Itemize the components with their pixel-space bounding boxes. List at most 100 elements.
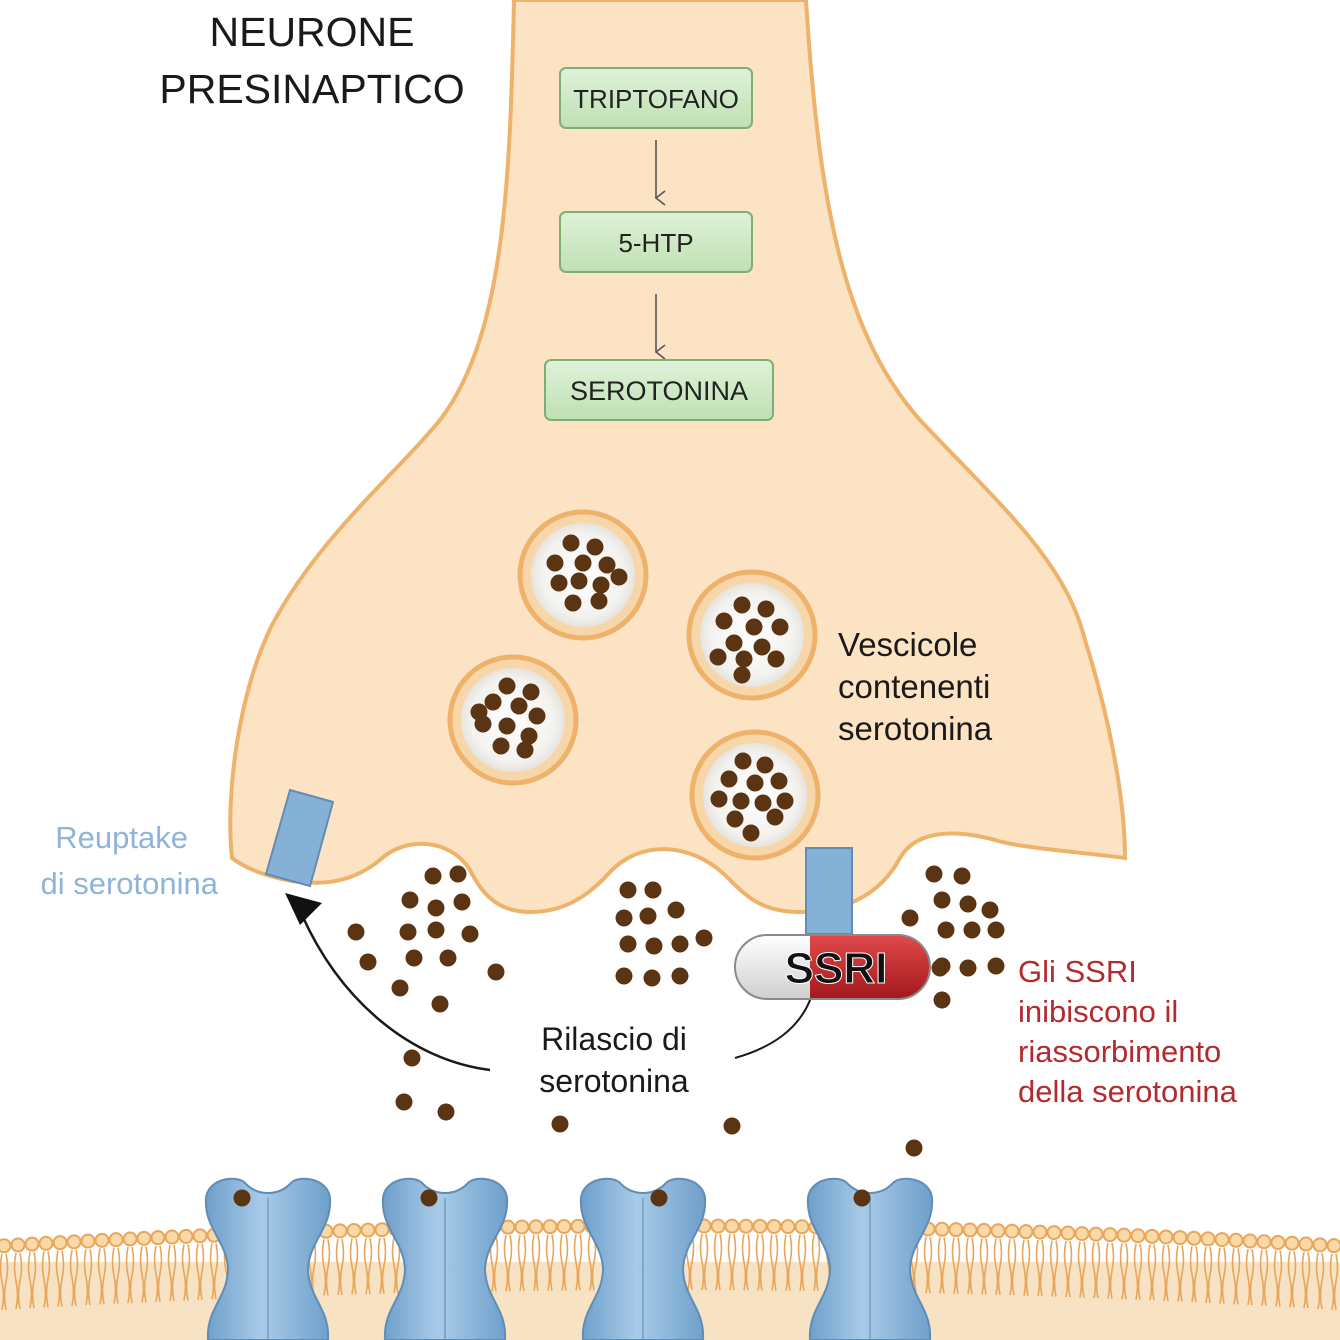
serotonin-box (544, 359, 774, 421)
release-label-line2: serotonina (539, 1063, 689, 1099)
serotonin-molecule (437, 1103, 455, 1121)
serotonin-molecule (427, 921, 445, 939)
serotonin-molecule (439, 949, 457, 967)
serotonin-molecule (347, 923, 365, 941)
serotonin-molecule (901, 909, 919, 927)
serotonin-molecule (770, 772, 788, 790)
serotonin-molecule (592, 576, 610, 594)
serotonin-molecule (487, 963, 505, 981)
serotonin-molecule (427, 899, 445, 917)
serotonin-molecule (733, 666, 751, 684)
serotonin-molecule (586, 538, 604, 556)
serotonin-molecule (470, 703, 488, 721)
ssri-note-line1: Gli SSRI (1018, 954, 1137, 989)
serotonin-receptor (204, 1177, 332, 1340)
serotonin-molecule (610, 568, 628, 586)
serotonin-molecule (546, 554, 564, 572)
serotonin-molecule (453, 893, 471, 911)
serotonin-molecule (745, 618, 763, 636)
serotonin-molecule (767, 650, 785, 668)
serotonin-molecule (776, 792, 794, 810)
serotonin-molecule (590, 592, 608, 610)
serotonin-molecule (550, 574, 568, 592)
serotonin-molecule (933, 891, 951, 909)
vesicles-label-line3: serotonina (838, 710, 993, 747)
serotonin-molecule (643, 969, 661, 987)
reuptake-arrowhead-icon (285, 893, 322, 925)
reuptake-label-line2: di serotonina (40, 866, 218, 901)
5htp-box (559, 211, 753, 273)
serotonin-molecule (516, 741, 534, 759)
serotonin-molecule (733, 596, 751, 614)
serotonin-molecule (959, 895, 977, 913)
serotonin-molecule (492, 737, 510, 755)
serotonin-molecule (570, 572, 588, 590)
serotonin-molecule (735, 650, 753, 668)
serotonin-molecule (937, 921, 955, 939)
serotonin-molecule (734, 752, 752, 770)
serotonin-molecule (753, 638, 771, 656)
serotonin-molecule (520, 727, 538, 745)
serotonin-molecule (715, 612, 733, 630)
serotonin-molecule (671, 935, 689, 953)
serotonin-molecule (987, 957, 1005, 975)
serotonin-molecule (395, 1093, 413, 1111)
vesicles-label-line2: contenenti (838, 668, 990, 705)
serotonin-label: SEROTONINA (570, 376, 748, 406)
ssri-pill-label: SSRI (785, 944, 888, 993)
serotonin-molecule (746, 774, 764, 792)
serotonin-molecule (639, 907, 657, 925)
serotonin-molecule (619, 935, 637, 953)
serotonin-molecule (644, 881, 662, 899)
ssri-pill-icon (734, 934, 931, 1000)
serotonin-molecule (564, 594, 582, 612)
serotonin-molecule (615, 967, 633, 985)
serotonin-molecule (359, 953, 377, 971)
serotonin-molecule (399, 923, 417, 941)
serotonin-molecule (522, 683, 540, 701)
serotonin-molecule (619, 881, 637, 899)
serotonin-molecules (347, 534, 1005, 1157)
serotonin-molecule (498, 717, 516, 735)
ssri-note-line2: inibiscono il (1018, 994, 1178, 1029)
serotonin-molecule (933, 991, 951, 1009)
serotonin-molecule (403, 1049, 421, 1067)
serotonin-molecule (710, 790, 728, 808)
reuptake-arrow (300, 914, 491, 1072)
serotonin-molecule (498, 677, 516, 695)
serotonin-molecule (233, 1189, 251, 1207)
serotonin-molecule (671, 967, 689, 985)
serotonin-molecule (695, 929, 713, 947)
serotonin-molecule (401, 891, 419, 909)
serotonin-molecule (484, 693, 502, 711)
serotonin-molecule (420, 1189, 438, 1207)
serotonin-molecule (905, 1139, 923, 1157)
serotonin-molecule (933, 957, 951, 975)
serotonin-molecule (391, 979, 409, 997)
serotonin-molecule (598, 556, 616, 574)
serotonin-molecule (424, 867, 442, 885)
serotonin-molecule (449, 865, 467, 883)
release-label-line1: Rilascio di (541, 1021, 687, 1057)
serotonin-molecule (551, 1115, 569, 1133)
neuron-title-line1: NEURONE (209, 9, 414, 55)
serotonin-molecule (562, 534, 580, 552)
serotonin-molecule (405, 949, 423, 967)
ssri-pointer-curve (734, 994, 813, 1059)
serotonin-molecule (725, 634, 743, 652)
serotonin-molecule (528, 707, 546, 725)
neuron-title-line2: PRESINAPTICO (159, 66, 464, 112)
serotonin-molecule (963, 921, 981, 939)
serotonin-molecule (510, 697, 528, 715)
reuptake-transporter-left (264, 788, 335, 888)
serotonin-molecule (645, 937, 663, 955)
serotonin-molecule (709, 648, 727, 666)
serotonin-receptor (579, 1177, 707, 1340)
serotonin-receptor (381, 1177, 509, 1340)
serotonin-molecule (766, 808, 784, 826)
serotonin-molecule (925, 865, 943, 883)
serotonin-molecule (953, 867, 971, 885)
serotonin-molecule (723, 1117, 741, 1135)
ssri-note-line3: riassorbimento (1018, 1034, 1221, 1069)
tryptophan-box (559, 67, 753, 129)
